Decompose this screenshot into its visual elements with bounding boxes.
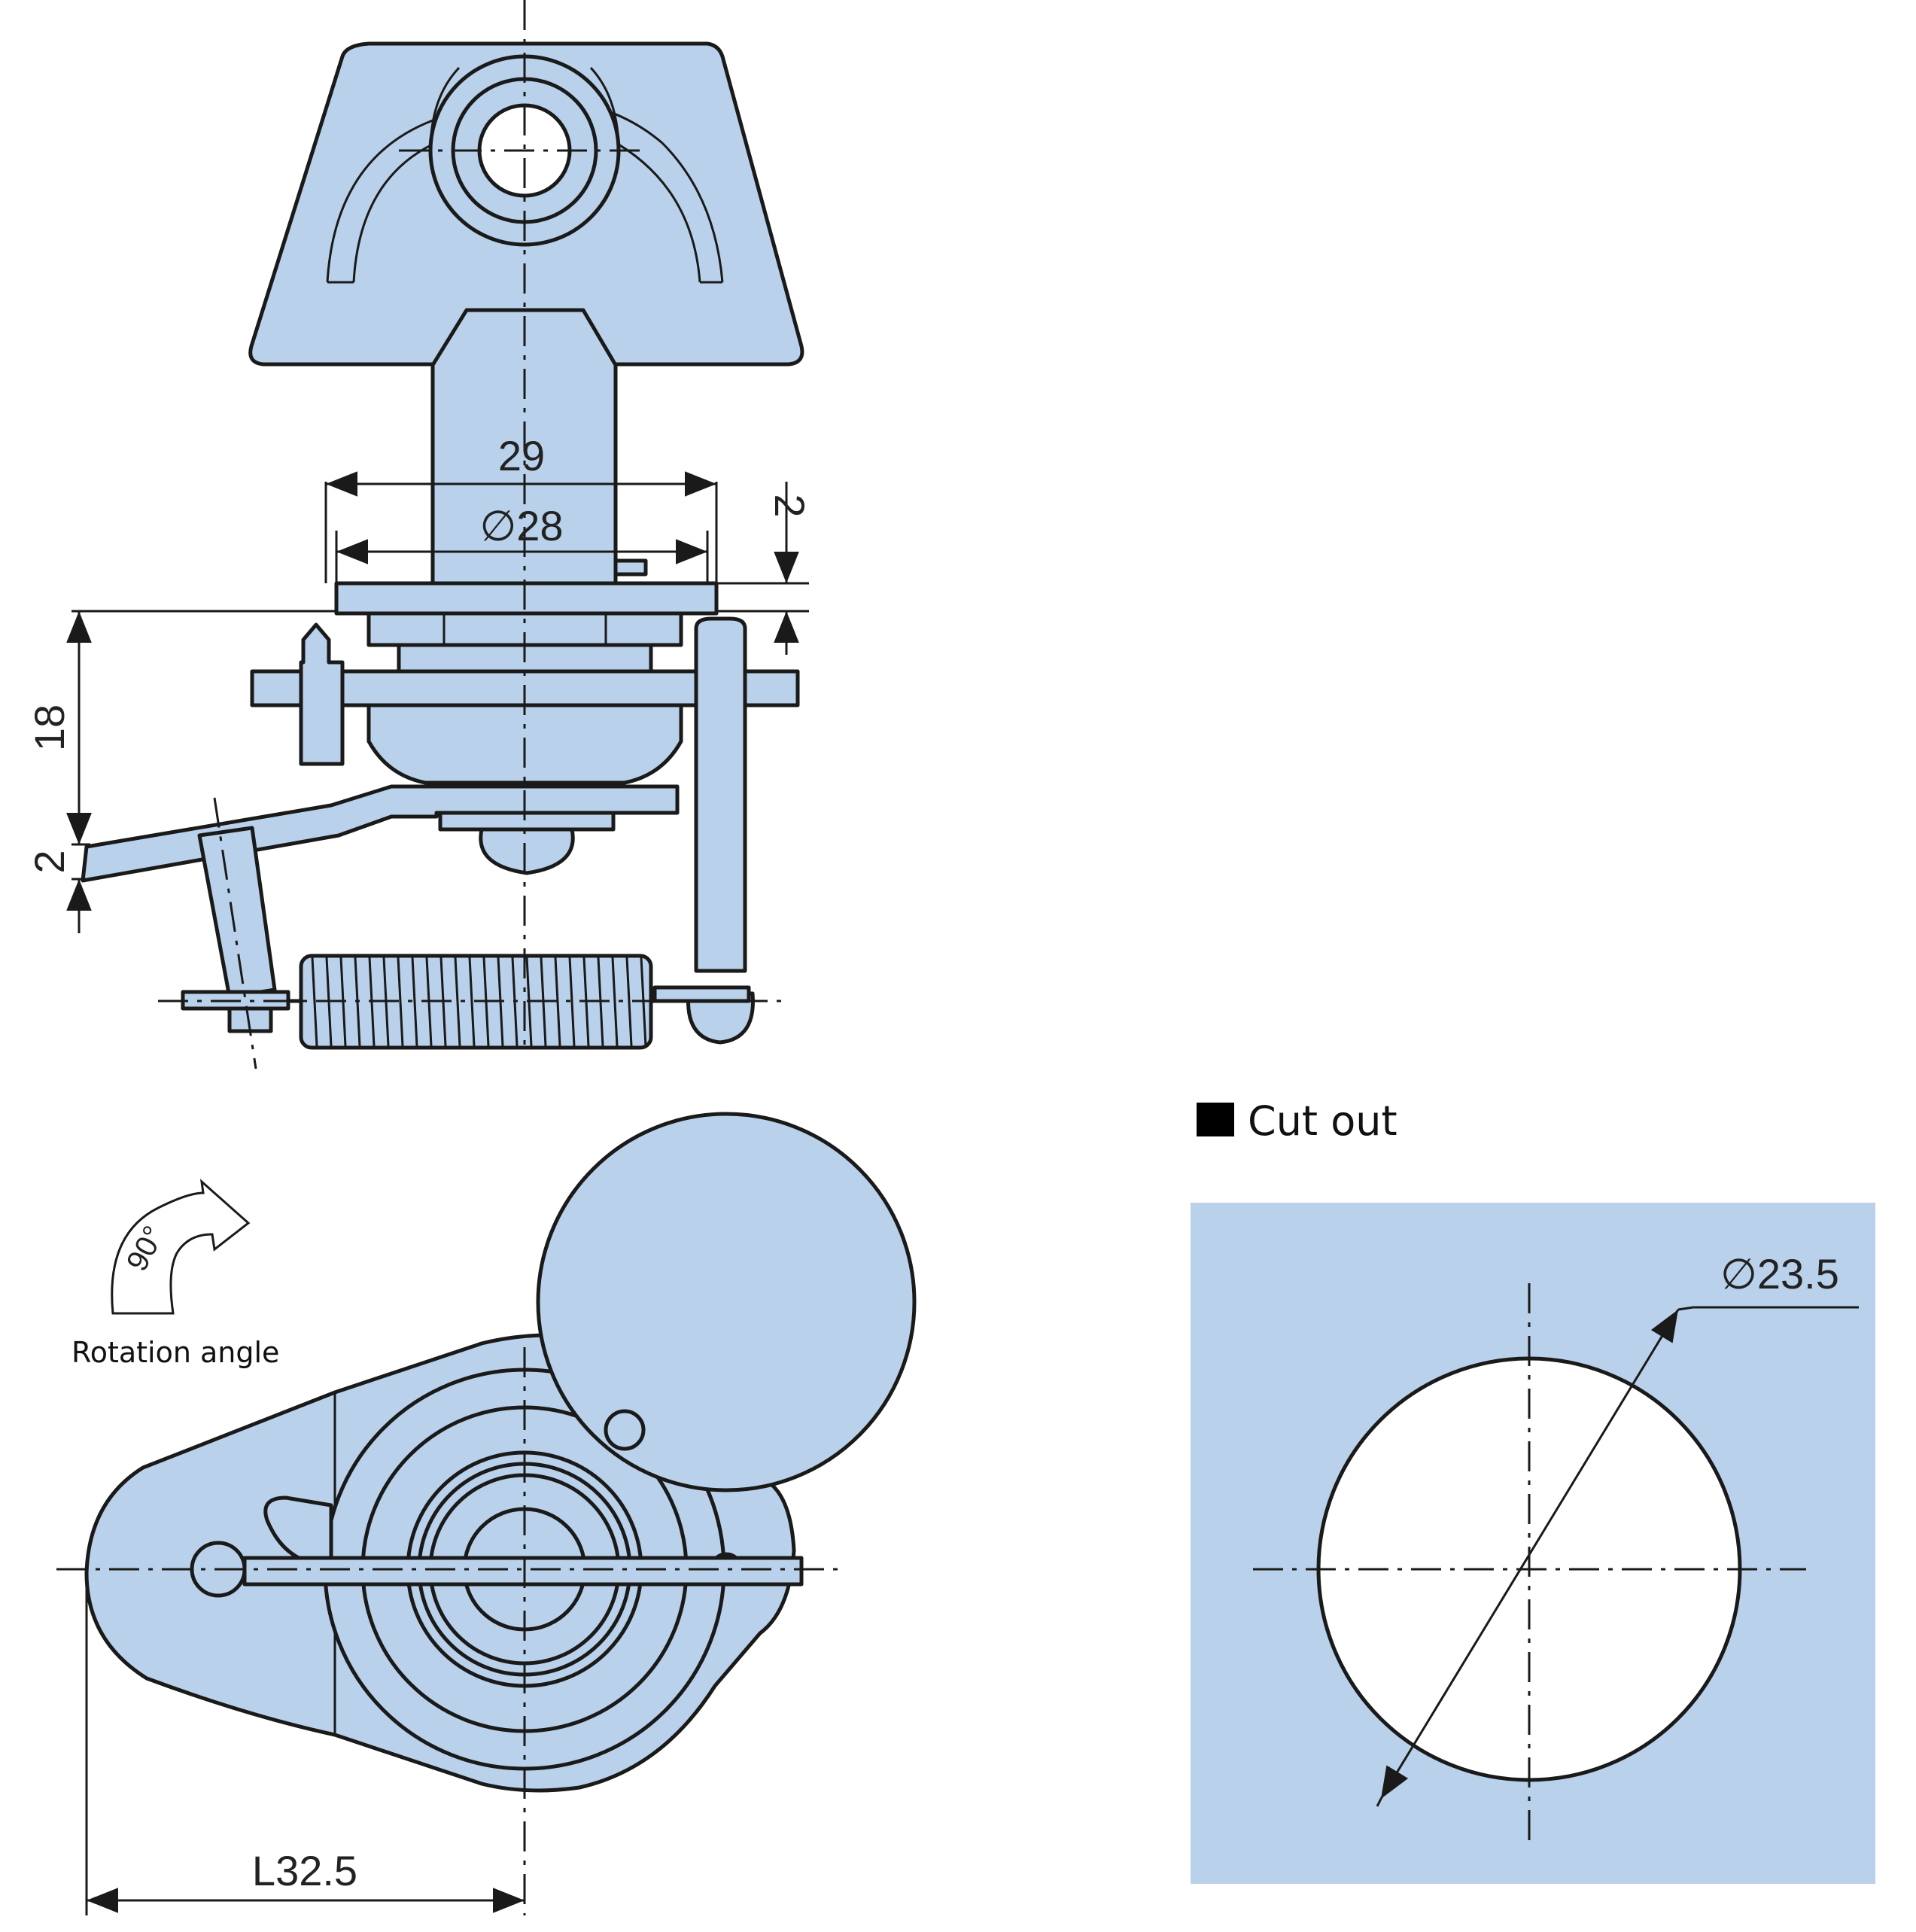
spring-coil <box>611 957 619 1047</box>
dim-diameter-28: ∅28 <box>479 502 563 549</box>
bolt-head <box>686 991 755 1045</box>
dim-2-flange: 2 <box>766 494 814 517</box>
spring-coil <box>454 957 461 1047</box>
ring-cut-right <box>589 66 620 151</box>
cutout-dim-line <box>1379 1309 1680 1800</box>
front-bar <box>242 1556 804 1587</box>
spring-coil <box>311 957 318 1047</box>
right-bolt <box>694 616 747 973</box>
screw-head <box>479 827 575 875</box>
dust-cover <box>536 1112 917 1492</box>
dim-18: 18 <box>26 704 73 751</box>
side-view: 29 ∅28 2 18 2 <box>26 0 814 1069</box>
spring-coil <box>468 957 476 1047</box>
rotation-arrow <box>111 1179 251 1315</box>
dim-diameter-23-5: ∅23.5 <box>1720 1250 1839 1298</box>
front-view: 90° Rotation angle L32.5 <box>56 1112 917 1915</box>
spring-coil <box>397 957 404 1047</box>
cam-washer <box>438 811 616 832</box>
bolt-washer <box>652 985 751 1003</box>
handle-arc-inner <box>352 138 445 283</box>
cutout-section: Cut out ∅23.5 <box>1191 1097 1875 1884</box>
flange <box>334 581 719 616</box>
spring-coil <box>568 957 576 1047</box>
spring-coil <box>411 957 418 1047</box>
body-pin <box>613 558 648 577</box>
spring-coil <box>554 957 561 1047</box>
dim-29: 29 <box>498 432 545 479</box>
cutout-heading: Cut out <box>1248 1097 1397 1145</box>
dim-L32-5: L32.5 <box>252 1847 357 1894</box>
cam-lever <box>81 784 680 883</box>
rotation-label: Rotation angle <box>71 1336 279 1369</box>
cutout-bullet <box>1197 1103 1234 1136</box>
cover-pivot <box>604 1409 646 1451</box>
left-stud <box>299 622 345 766</box>
dim-2-lever: 2 <box>26 850 73 873</box>
spring-coil <box>625 957 633 1047</box>
ring-cut-left <box>429 66 461 151</box>
spring-arm <box>197 826 277 999</box>
